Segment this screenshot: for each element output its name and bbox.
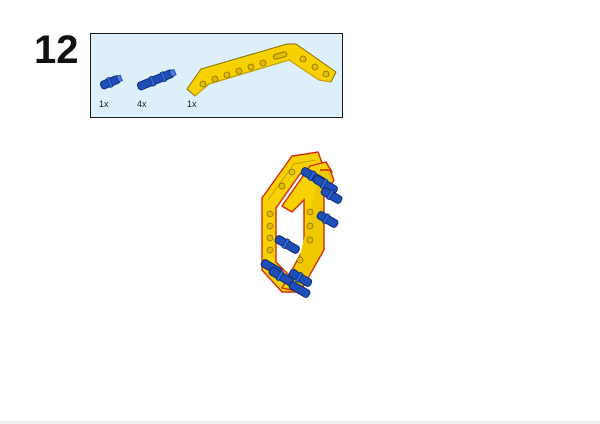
pin-side-2 [316,211,339,228]
pin-bottom-4 [288,281,311,298]
quantity-short-pin: 1x [99,99,109,109]
assembly-pins [260,167,343,298]
parts-illustrations [99,43,337,97]
pin-bottom-3 [288,269,313,287]
back-bent-beam [261,151,325,293]
pin-mid-left [274,235,300,254]
parts-list-callout: 1x 4x 1x [90,33,343,118]
bent-beam-icon [186,43,337,97]
pin-side-1 [320,187,343,204]
quantity-long-pin: 4x [137,99,147,109]
short-pin-icon [99,74,123,90]
step-number: 12 [34,28,79,72]
quantity-bent-beam: 1x [187,99,197,109]
long-pin-icon [136,68,177,91]
page-bottom-rule [0,421,600,424]
